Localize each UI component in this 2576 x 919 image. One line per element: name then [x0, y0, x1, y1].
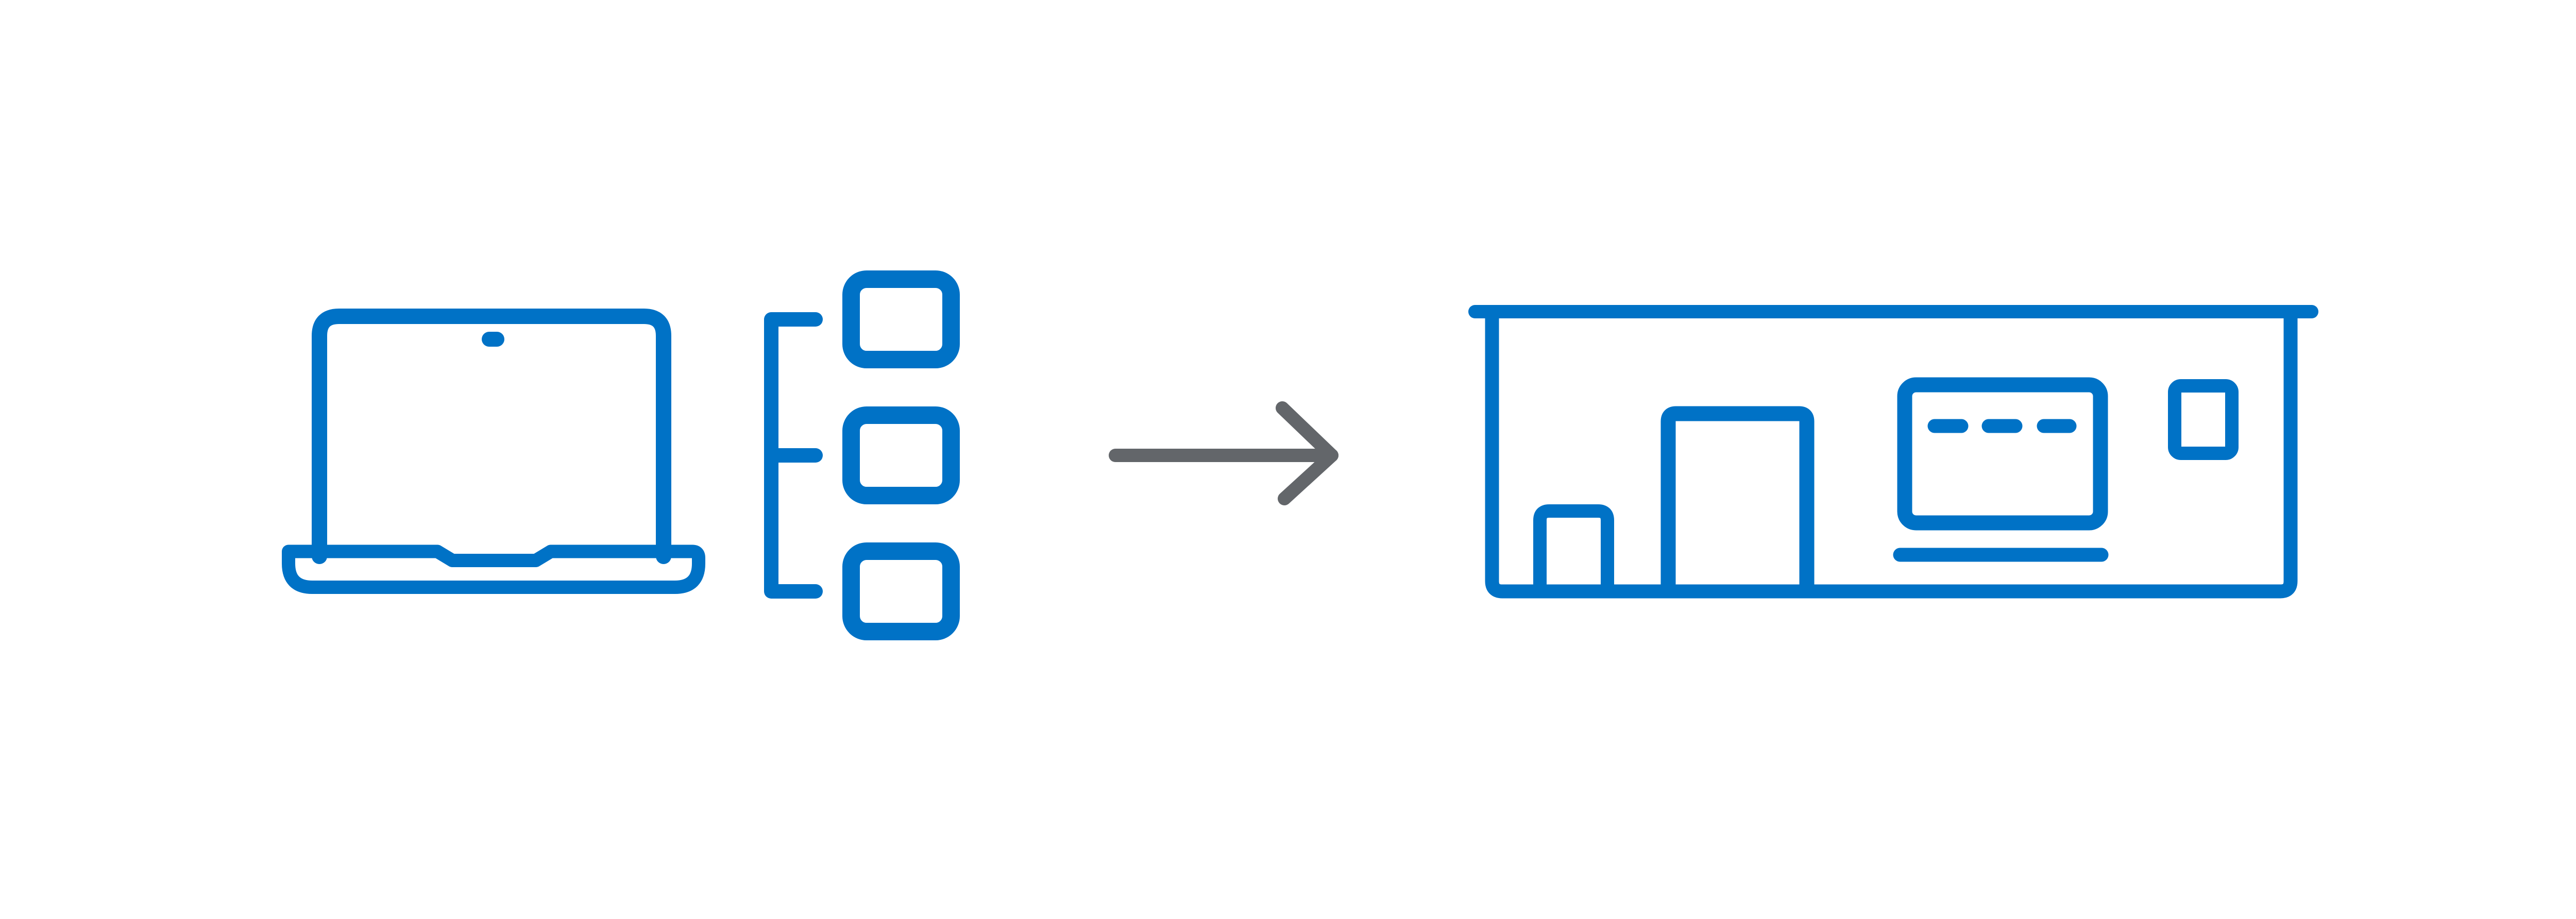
laptop-webcam-dot	[482, 332, 504, 347]
laptop-lid	[312, 309, 671, 564]
arrow-head	[1276, 401, 1338, 505]
arrow-right-icon	[1109, 401, 1338, 505]
building-walls-floor	[1485, 313, 2298, 599]
hierarchy-connector	[764, 312, 823, 599]
building-small-window	[1533, 504, 1614, 587]
hierarchy-box-middle	[842, 406, 960, 504]
building-upper-window	[2168, 379, 2239, 460]
laptop-icon	[282, 309, 705, 594]
laptop-base	[282, 544, 705, 594]
building-sign-panel	[1897, 377, 2108, 531]
warehouse-building-icon	[1468, 305, 2318, 599]
hierarchy-box-top	[842, 270, 960, 368]
building-door	[1660, 406, 1815, 587]
hierarchy-boxes-icon	[764, 270, 960, 640]
hierarchy-box-bottom	[842, 542, 960, 640]
